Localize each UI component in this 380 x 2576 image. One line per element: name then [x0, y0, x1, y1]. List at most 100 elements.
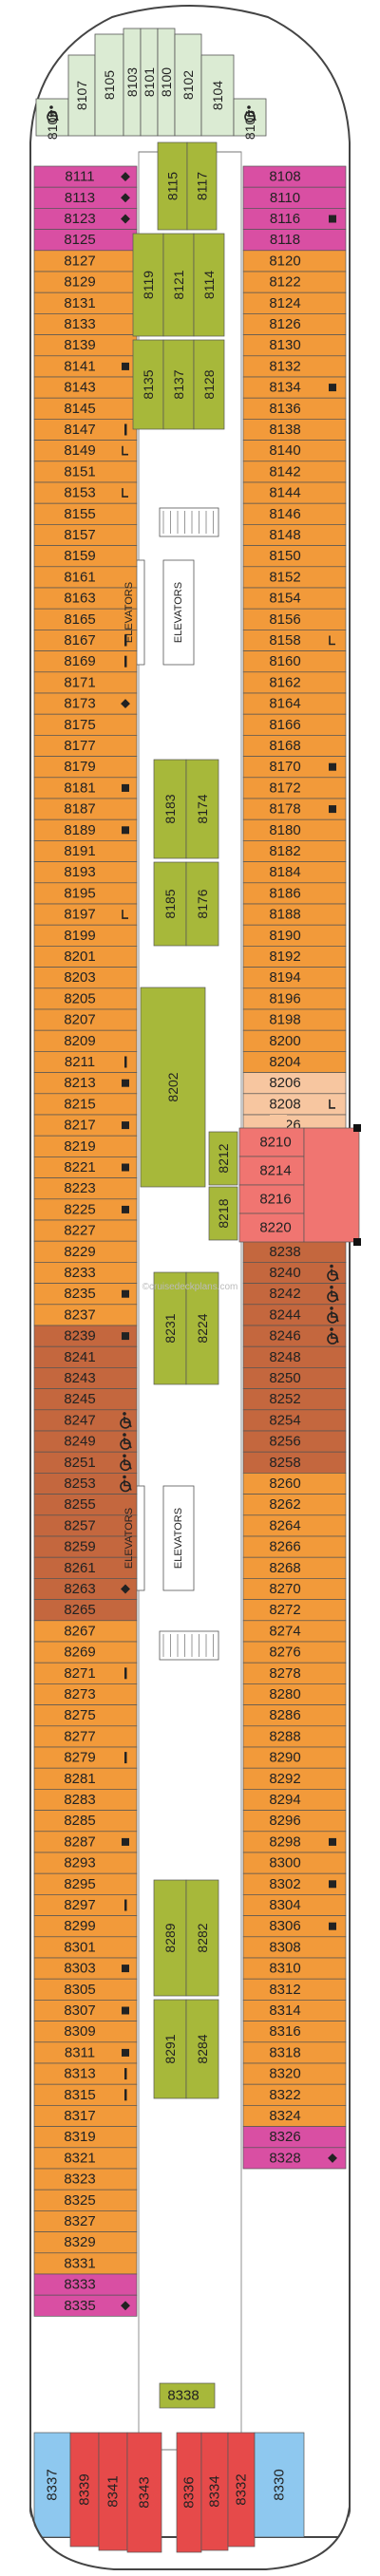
cabin-number: 8149 — [64, 442, 95, 459]
stern-cabin-8337 — [33, 2432, 71, 2538]
wheelchair-icon — [124, 1438, 132, 1449]
cabin-number: 8194 — [269, 969, 300, 986]
cabin-number: 8325 — [64, 2192, 95, 2209]
center-cabin — [185, 759, 219, 859]
cabin-number: 8299 — [64, 1918, 95, 1934]
bow-cabin-number: 8102 — [180, 70, 196, 100]
cabin-number: 8133 — [64, 316, 95, 332]
elevator-bank — [162, 1485, 195, 1591]
center-cabin-number: 8119 — [141, 271, 156, 299]
hook-marker — [122, 445, 128, 456]
connecting-marker — [122, 1332, 129, 1341]
connecting-marker — [329, 762, 336, 771]
center-cabin — [153, 861, 187, 947]
cabin-number: 8223 — [64, 1180, 95, 1196]
cabin-number: 8203 — [64, 969, 95, 986]
sofa-bed-marker — [124, 2089, 127, 2101]
cabin-number: 8249 — [64, 1434, 95, 1450]
stern-cabin-8343 — [126, 2432, 162, 2553]
sofa-bed-marker — [124, 1667, 127, 1680]
cabin-number: 8271 — [64, 1665, 95, 1682]
hook-marker — [329, 635, 335, 646]
wheelchair-icon — [124, 1479, 132, 1491]
connecting-marker — [329, 215, 336, 223]
cabin-number: 8288 — [269, 1728, 300, 1744]
cabin-number: 8276 — [269, 1645, 300, 1661]
wheelchair-icon — [330, 1327, 333, 1331]
cabin-number: 8146 — [269, 506, 300, 522]
diamond-marker — [121, 193, 130, 203]
connecting-marker — [122, 362, 129, 370]
connecting-marker — [122, 2006, 129, 2015]
elevator-bank — [162, 559, 195, 666]
cabin-number: 8175 — [64, 717, 95, 733]
center-cabin — [185, 1271, 219, 1385]
suite-number: 8214 — [259, 1163, 291, 1179]
cabin-number: 8262 — [269, 1496, 300, 1513]
cabin-number: 8301 — [64, 1939, 95, 1955]
stern-cabin-number: 8341 — [105, 2475, 122, 2507]
connecting-marker — [122, 2048, 129, 2057]
cabin-number: 8286 — [269, 1707, 300, 1723]
cabin-number: 8245 — [64, 1391, 95, 1407]
cabin-number: 8274 — [269, 1623, 300, 1639]
bow-cabin-number: 8107 — [74, 81, 89, 110]
wheelchair-icon — [123, 1412, 126, 1416]
cabin-number: 8295 — [64, 1876, 95, 1892]
bow-cabin-number: 8101 — [142, 67, 157, 97]
stairwell — [159, 1630, 219, 1661]
cabin-number: 8140 — [269, 442, 300, 459]
cabin-number: 8242 — [269, 1286, 300, 1302]
cabin-number: 8196 — [269, 990, 300, 1006]
stern-hull-line — [29, 2506, 351, 2570]
bow-cabin — [94, 33, 124, 137]
cabin-number: 8150 — [269, 548, 300, 564]
cabin-number: 8266 — [269, 1539, 300, 1555]
diamond-marker — [121, 172, 130, 182]
cabin-number: 8138 — [269, 422, 300, 438]
bow-cabin — [200, 54, 235, 137]
connecting-marker — [122, 1289, 129, 1298]
center-cabin-number: 8202 — [165, 1072, 180, 1101]
stern-cabin-number: 8332 — [234, 2473, 250, 2505]
center-cabin — [186, 141, 218, 231]
cabin-number: 8317 — [64, 2108, 95, 2124]
cabin-number: 8186 — [269, 885, 300, 901]
cabin-number: 8181 — [64, 780, 95, 796]
cabin-number: 8321 — [64, 2150, 95, 2166]
wheelchair-icon — [331, 1332, 339, 1344]
wheelchair-icon — [247, 105, 251, 109]
center-cabin-number: 8121 — [171, 270, 186, 299]
cabin-number: 8184 — [269, 864, 300, 880]
cabin-number: 8162 — [269, 674, 300, 690]
cabin-number: 8147 — [64, 422, 95, 438]
cabin-number: 8221 — [64, 1159, 95, 1175]
cabin-number: 8192 — [269, 949, 300, 965]
stern-mask — [28, 2507, 352, 2576]
stern-cabin-number: 8337 — [45, 2469, 61, 2500]
cabin-number: 8113 — [65, 190, 95, 206]
wheelchair-icon — [123, 1454, 126, 1458]
cabin-number: 8270 — [269, 1581, 300, 1597]
bow-cabin-number: 8100 — [159, 67, 174, 97]
cabin-number: 8313 — [64, 2066, 95, 2082]
cabin-number: 8302 — [269, 1876, 300, 1892]
cabin-number: 8335 — [64, 2298, 95, 2314]
elevators-label: ELEVATORS — [124, 582, 135, 643]
stern-cabin-number: 8336 — [181, 2476, 198, 2508]
cabin-number: 8248 — [269, 1349, 300, 1365]
stern-cabin-number: 8343 — [137, 2476, 153, 2508]
cabin-number: 8142 — [269, 463, 300, 479]
cabin-number: 8182 — [269, 843, 300, 859]
wheelchair-icon — [330, 1285, 333, 1289]
elevators-label: ELEVATORS — [173, 582, 184, 643]
stern-cabin-8339 — [69, 2432, 100, 2548]
stern-cabin-8341 — [98, 2432, 128, 2551]
cabin-number: 8229 — [64, 1244, 95, 1260]
center-cabin-number: 8282 — [195, 1923, 210, 1952]
center-cabin — [153, 759, 187, 859]
cabin-number: 8243 — [64, 1370, 95, 1386]
cabin-number: 8131 — [64, 295, 95, 311]
